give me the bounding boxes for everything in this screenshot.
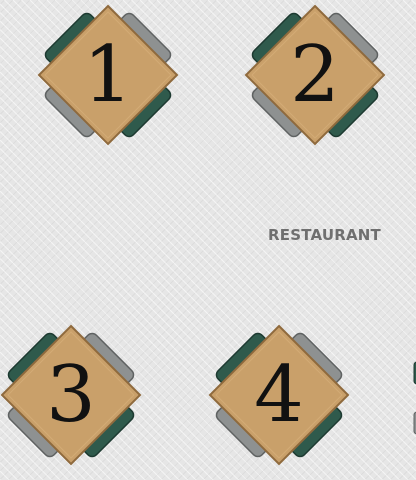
- table-top: [0, 324, 142, 466]
- table-4[interactable]: 4: [204, 320, 354, 470]
- table-2[interactable]: 2: [240, 0, 390, 150]
- offscreen-chair-fragment: [413, 361, 416, 435]
- table-top: [37, 4, 179, 146]
- table-4-graphic: [208, 324, 350, 466]
- table-3-graphic: [0, 324, 142, 466]
- table-top: [208, 324, 350, 466]
- table-2-graphic: [244, 4, 386, 146]
- table-1-graphic: [37, 4, 179, 146]
- table-1[interactable]: 1: [33, 0, 183, 150]
- table-top: [244, 4, 386, 146]
- table-3[interactable]: 3: [0, 320, 146, 470]
- area-label: RESTAURANT: [268, 226, 381, 244]
